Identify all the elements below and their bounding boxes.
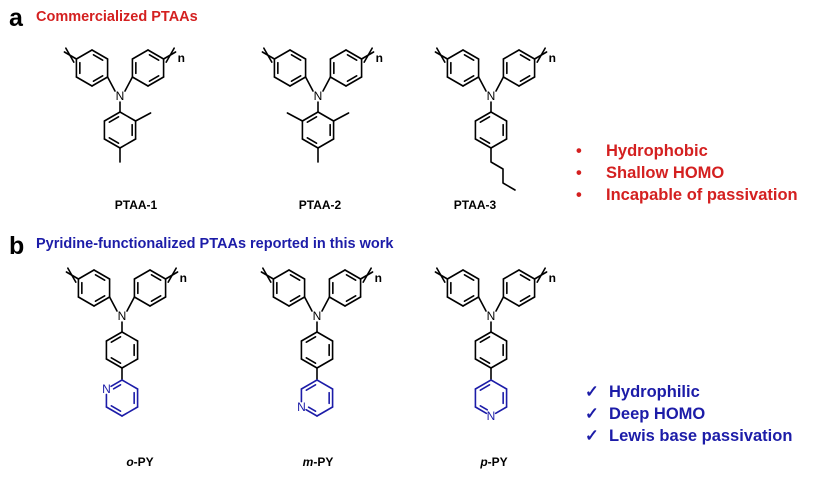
- molecule-ptaa-2: Nn: [261, 47, 383, 163]
- molecule-label-p-py: p-PY: [434, 456, 554, 468]
- label-suffix: -PY: [133, 455, 154, 469]
- label-prefix: o: [126, 455, 134, 469]
- repeat-unit-subscript: n: [376, 51, 383, 65]
- property-item: ✓ Hydrophilic: [585, 381, 792, 403]
- property-item: • Hydrophobic: [576, 140, 798, 162]
- panel-b-letter: b: [9, 232, 25, 260]
- bullet-icon: •: [576, 164, 582, 182]
- pyridine-nitrogen-atom: N: [297, 400, 306, 414]
- bullet-icon: •: [576, 186, 582, 204]
- repeat-unit-subscript: n: [178, 51, 185, 65]
- molecule-label-ptaa-1: PTAA-1: [114, 198, 158, 212]
- panel-b-properties: ✓ Hydrophilic ✓ Deep HOMO ✓ Lewis base pass…: [585, 381, 792, 447]
- nitrogen-atom: N: [116, 89, 125, 103]
- property-text: Hydrophilic: [609, 383, 700, 401]
- molecule-p-py: NnN: [434, 267, 556, 423]
- repeat-unit-subscript: n: [180, 271, 187, 285]
- panel-a-properties: • Hydrophobic • Shallow HOMO • Incapable of…: [576, 140, 798, 206]
- label-suffix: -PY: [487, 455, 508, 469]
- pyridine-ring: N: [102, 379, 139, 417]
- pyridine-nitrogen-atom: N: [487, 409, 496, 423]
- nitrogen-atom: N: [487, 309, 496, 323]
- molecule-label-ptaa-2: PTAA-2: [298, 198, 342, 212]
- label-suffix: -PY: [313, 455, 334, 469]
- molecule-ptaa-1: Nn: [63, 47, 185, 163]
- property-text: Hydrophobic: [606, 142, 708, 160]
- property-item: • Shallow HOMO: [576, 162, 798, 184]
- pyridine-nitrogen-atom: N: [102, 382, 111, 396]
- property-text: Shallow HOMO: [606, 164, 725, 182]
- property-item: • Incapable of passivation: [576, 184, 798, 206]
- molecule-label-o-py: o-PY: [80, 456, 200, 468]
- repeat-unit-subscript: n: [375, 271, 382, 285]
- molecule-m-py: NnN: [260, 267, 382, 417]
- pyridine-ring: N: [474, 379, 508, 423]
- nitrogen-atom: N: [313, 309, 322, 323]
- panel-a-letter: a: [9, 4, 23, 32]
- repeat-unit-subscript: n: [549, 271, 556, 285]
- nitrogen-atom: N: [314, 89, 323, 103]
- repeat-unit-subscript: n: [549, 51, 556, 65]
- panel-b-title: Pyridine-functionalized PTAAs reported i…: [36, 236, 394, 252]
- panel-a-title: Commercialized PTAAs: [36, 9, 198, 25]
- bullet-icon: •: [576, 142, 582, 160]
- molecule-label-ptaa-3: PTAA-3: [453, 198, 497, 212]
- molecule-label-m-py: m-PY: [258, 456, 378, 468]
- molecule-o-py: NnN: [65, 267, 187, 417]
- label-prefix: p: [480, 455, 488, 469]
- property-text: Lewis base passivation: [609, 427, 793, 445]
- property-text: Deep HOMO: [609, 405, 706, 423]
- checkmark-icon: ✓: [585, 405, 599, 423]
- pyridine-ring: N: [297, 379, 334, 417]
- checkmark-icon: ✓: [585, 383, 599, 401]
- property-item: ✓ Deep HOMO: [585, 403, 792, 425]
- property-item: ✓ Lewis base passivation: [585, 425, 792, 447]
- molecule-ptaa-3: Nn: [434, 47, 556, 191]
- checkmark-icon: ✓: [585, 427, 599, 445]
- nitrogen-atom: N: [487, 89, 496, 103]
- nitrogen-atom: N: [118, 309, 127, 323]
- property-text: Incapable of passivation: [606, 186, 798, 204]
- label-prefix: m: [302, 455, 314, 469]
